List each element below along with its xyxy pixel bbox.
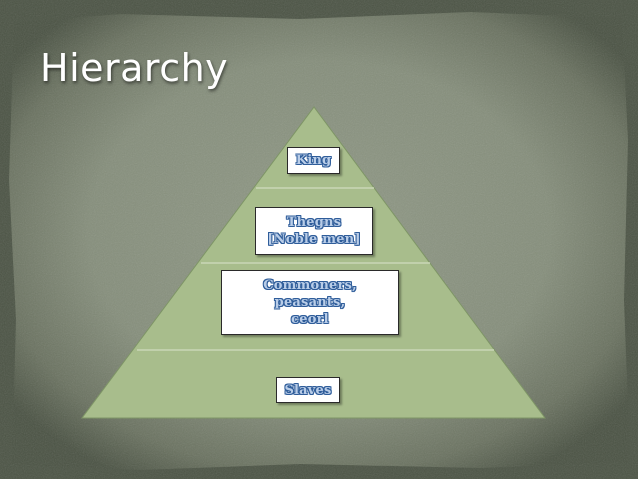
tier-slaves: Slaves — [276, 377, 340, 403]
tier-label: King — [295, 153, 332, 168]
tier-thegns: Thegns[Noble men] — [255, 207, 373, 255]
tier-commoners: Commoners,peasants,ceorl — [221, 270, 399, 335]
tier-label: Slaves — [284, 382, 332, 398]
tier-label: Commoners,peasants,ceorl — [263, 278, 357, 327]
tier-label: Thegns[Noble men] — [267, 215, 361, 247]
tier-king: King — [287, 147, 340, 174]
slide-title: Hierarchy — [40, 46, 229, 90]
